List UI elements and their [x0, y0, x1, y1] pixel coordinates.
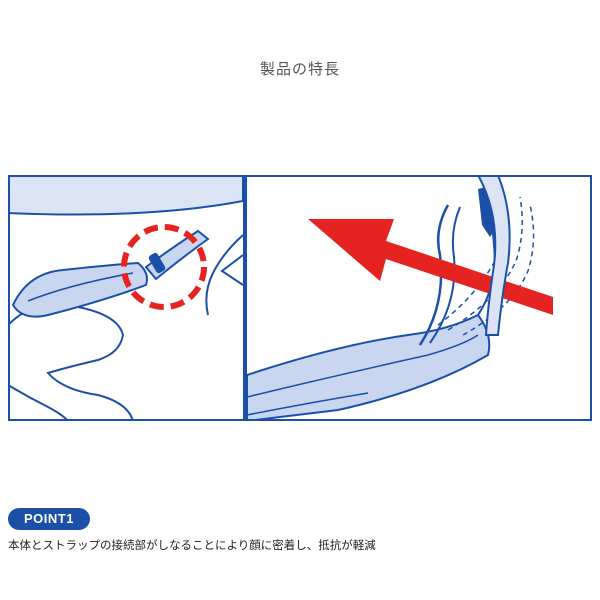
goggle-body — [247, 313, 491, 419]
strap-joint — [148, 252, 166, 274]
page-title: 製品の特長 — [259, 60, 340, 78]
swim-cap — [10, 177, 243, 216]
highlight-circle — [121, 224, 207, 310]
point-badge: POINT1 — [8, 508, 90, 530]
point-description: 本体とストラップの接続部がしなることにより顔に密着し、抵抗が軽減 — [8, 538, 376, 552]
product-illustration — [8, 175, 592, 421]
right-panel — [245, 175, 592, 421]
goggle-strap — [418, 204, 450, 346]
left-panel — [8, 175, 245, 421]
